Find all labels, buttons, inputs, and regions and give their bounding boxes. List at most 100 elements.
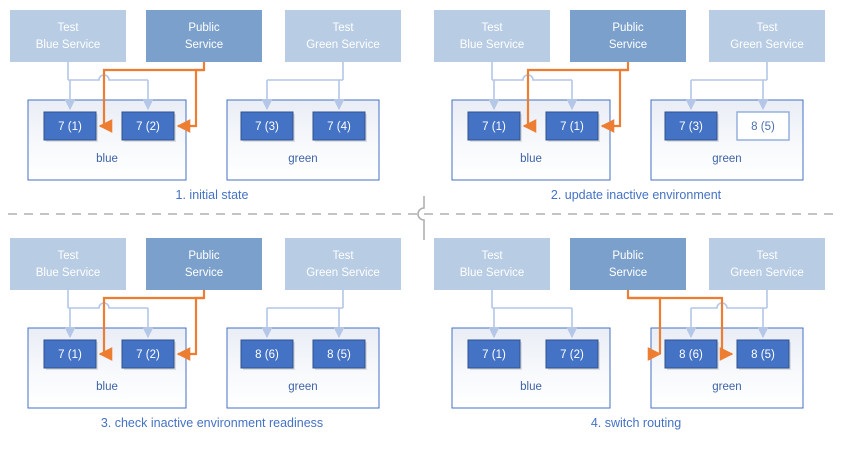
panel-4-blue-pod-2[interactable]: 7 (2) [545, 339, 600, 370]
service-box-test-green-rect[interactable] [709, 238, 825, 290]
panel-1-green-pod-1-label: 7 (3) [255, 121, 279, 133]
panel-1-green-pod-1-rect[interactable] [240, 111, 294, 141]
service-box-public-rect[interactable] [146, 10, 262, 62]
service-box-public-line2: Service [185, 39, 223, 51]
service-box-test-blue-rect[interactable] [10, 238, 126, 290]
service-box-test-blue-line1: Test [57, 22, 79, 34]
panel-2-caption: 2. update inactive environment [551, 188, 722, 202]
public-route-trunk [102, 290, 206, 354]
service-box-test-blue-rect[interactable] [434, 10, 550, 62]
panel-3-blue-pod-2[interactable]: 7 (2) [121, 339, 176, 370]
service-box-test-green-line1: Test [332, 250, 354, 262]
environment-label-blue: blue [520, 381, 542, 393]
panel-2-green-pod-2[interactable]: 8 (5) [736, 111, 790, 141]
panel-1-green-pod-1[interactable]: 7 (3) [240, 111, 295, 142]
panel-2-blue-pod-1-rect[interactable] [467, 111, 521, 141]
panel-3-green-pod-2[interactable]: 8 (5) [312, 339, 367, 370]
panel-2-blue-pod-2-rect[interactable] [545, 111, 599, 141]
panel-1-green-pod-2-rect[interactable] [312, 111, 366, 141]
service-box-test-green-line1: Test [756, 250, 778, 262]
panel-4-blue-pod-1-rect[interactable] [467, 339, 521, 369]
panel-3-green-pod-1-rect[interactable] [240, 339, 294, 369]
panel-2-green-pod-2-label: 8 (5) [751, 121, 775, 133]
service-box-public-rect[interactable] [570, 238, 686, 290]
connector-test-green-bus [691, 302, 767, 309]
service-box-public-line1: Public [612, 250, 644, 262]
panel-4-green-pod-1-rect[interactable] [664, 339, 718, 369]
public-route-to-blue-pod-2 [600, 68, 628, 133]
environment-label-blue: blue [520, 153, 542, 165]
panel-3-blue-pod-1[interactable]: 7 (1) [43, 339, 98, 370]
panel-3-blue-pod-1-label: 7 (1) [58, 349, 82, 361]
panel-1-blue-pod-2[interactable]: 7 (2) [121, 111, 176, 142]
service-box-test-green-line1: Test [332, 22, 354, 34]
panel-4-green-pod-2[interactable]: 8 (5) [736, 339, 791, 370]
public-route-to-blue-pod-2 [176, 68, 204, 133]
panel-2-green-pod-1-rect[interactable] [664, 111, 718, 141]
panel-1-blue-pod-1[interactable]: 7 (1) [43, 111, 98, 142]
service-box-test-blue-line1: Test [57, 250, 79, 262]
panel-4-green-pod-1-label: 8 (6) [679, 349, 703, 361]
environment-label-blue: blue [96, 381, 118, 393]
panel-3-blue-pod-2-rect[interactable] [121, 339, 175, 369]
service-box-test-green-line2: Green Service [730, 39, 804, 51]
panel-2-green-pod-1[interactable]: 7 (3) [664, 111, 719, 142]
panel-3-blue-pod-1-rect[interactable] [43, 339, 97, 369]
service-box-test-blue-line2: Blue Service [36, 267, 101, 279]
panel-1-blue-pod-2-label: 7 (2) [136, 121, 160, 133]
panel-4-blue-pod-2-label: 7 (2) [560, 349, 584, 361]
panel-2-green-pod-1-label: 7 (3) [679, 121, 703, 133]
panel-1-green-pod-2[interactable]: 7 (4) [312, 111, 367, 142]
panel-3-green-pod-2-rect[interactable] [312, 339, 366, 369]
panel-3-green-pod-2-label: 8 (5) [327, 349, 351, 361]
environment-label-blue: blue [96, 153, 118, 165]
service-box-test-blue-line2: Blue Service [460, 267, 525, 279]
panel-1-blue-pod-2-rect[interactable] [121, 111, 175, 141]
panel-4-blue-pod-1[interactable]: 7 (1) [467, 339, 522, 370]
public-route [98, 290, 206, 361]
service-box-public-line1: Public [188, 22, 220, 34]
environment-label-green: green [288, 153, 317, 165]
panel-2-blue-pod-1[interactable]: 7 (1) [467, 111, 522, 142]
service-box-test-green-rect[interactable] [709, 10, 825, 62]
service-box-test-blue-rect[interactable] [434, 238, 550, 290]
divider-vertical [417, 196, 425, 240]
panel-4-caption: 4. switch routing [591, 416, 681, 430]
panel-3-green-pod-1[interactable]: 8 (6) [240, 339, 295, 370]
public-route-trunk [102, 62, 206, 126]
panel-2-green-pod-2-rect[interactable] [736, 111, 790, 141]
panel-1-blue-pod-1-rect[interactable] [43, 111, 97, 141]
panel-4-blue-pod-2-rect[interactable] [545, 339, 599, 369]
panel-3-blue-pod-2-label: 7 (2) [136, 349, 160, 361]
service-box-test-blue-line1: Test [481, 250, 503, 262]
service-box-test-blue-rect[interactable] [10, 10, 126, 62]
panel-3-caption: 3. check inactive environment readiness [101, 416, 323, 430]
service-box-public-line2: Service [185, 267, 223, 279]
service-box-public-line2: Service [609, 39, 647, 51]
service-box-public-rect[interactable] [146, 238, 262, 290]
panel-4-green-pod-1[interactable]: 8 (6) [664, 339, 719, 370]
public-route [522, 62, 630, 133]
service-box-test-green-rect[interactable] [285, 238, 401, 290]
panel-2-blue-pod-1-label: 7 (1) [482, 121, 506, 133]
service-box-test-green-rect[interactable] [285, 10, 401, 62]
connector-test-blue-bus [68, 74, 148, 81]
panel-2-blue-pod-2[interactable]: 7 (1) [545, 111, 600, 142]
service-box-public-rect[interactable] [570, 10, 686, 62]
panel-4-green-pod-2-rect[interactable] [736, 339, 790, 369]
